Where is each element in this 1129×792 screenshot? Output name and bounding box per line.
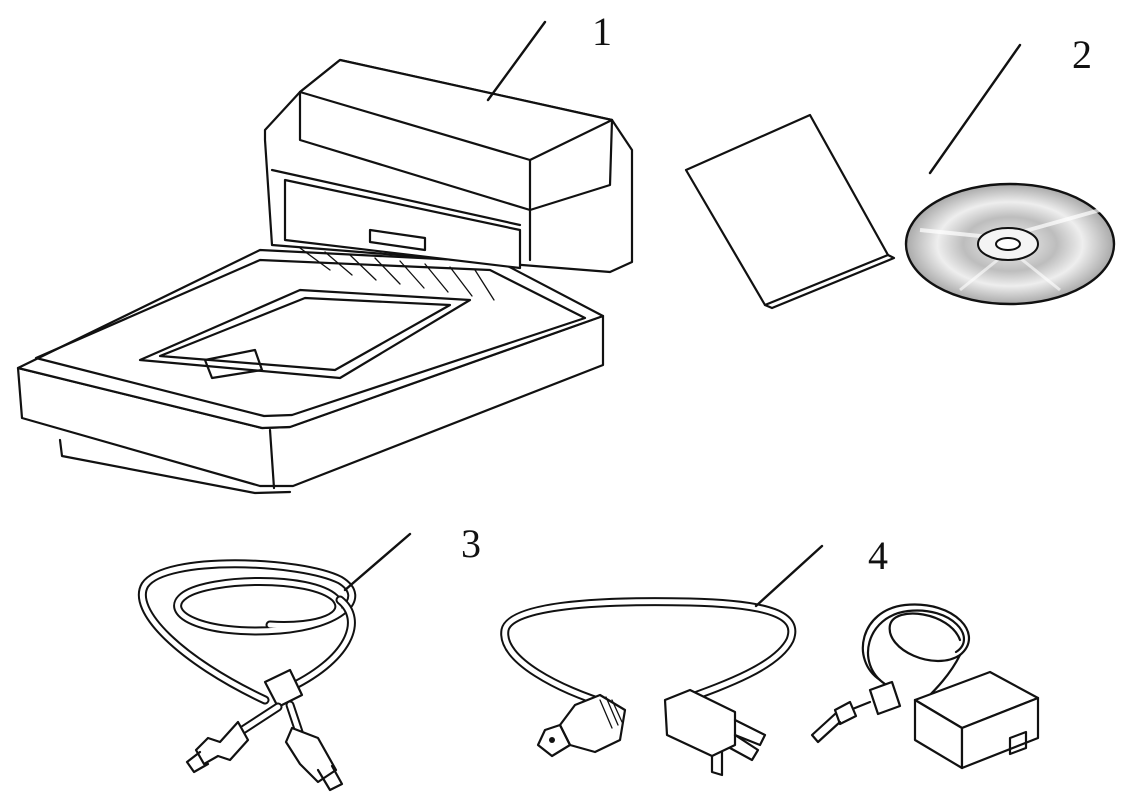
scanner-icon <box>16 58 634 495</box>
callout-1-label: 1 <box>592 9 612 54</box>
callout-1-leader <box>486 20 547 102</box>
callout-4-label: 4 <box>868 533 888 578</box>
callout-2-label: 2 <box>1072 32 1092 77</box>
usb-cable-icon <box>137 559 357 792</box>
callout-3-leader <box>343 532 412 592</box>
cd-disc-icon <box>904 182 1116 306</box>
quick-guide-icon <box>684 113 896 310</box>
callout-4-leader <box>754 544 824 608</box>
callout-3-label: 3 <box>461 521 481 566</box>
power-cord-icon <box>500 597 797 777</box>
feed-slots <box>299 247 495 301</box>
power-adapter-icon <box>810 603 1040 770</box>
callout-2-leader <box>928 43 1022 175</box>
